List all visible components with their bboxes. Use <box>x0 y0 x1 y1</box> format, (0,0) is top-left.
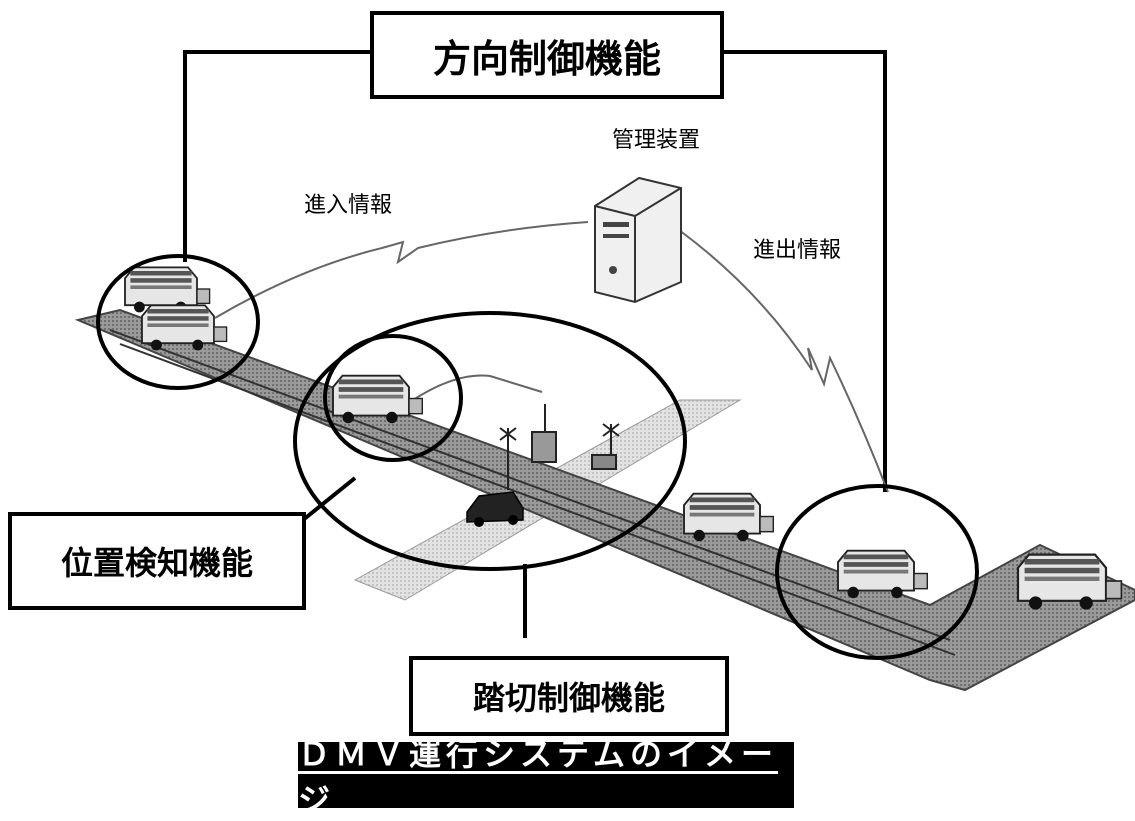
connector-line-left <box>183 50 372 262</box>
bus-icon <box>683 492 775 543</box>
bus-icon <box>332 374 424 425</box>
crossing-control-box: 踏切制御機能 <box>409 656 729 736</box>
position-detection-box: 位置検知機能 <box>8 512 306 610</box>
diagram-title: ＤＭＶ運行システムのイメージ <box>298 735 779 819</box>
bus-icon <box>837 549 929 600</box>
connector-line-right <box>722 50 887 492</box>
direction-control-box: 方向制御機能 <box>370 11 724 99</box>
crossing-signal-icon <box>499 404 620 490</box>
direction-control-label: 方向制御機能 <box>432 36 661 81</box>
position-circle <box>323 334 463 462</box>
entry-circle <box>96 254 260 390</box>
crossing-circle <box>293 311 687 571</box>
car-icon <box>466 491 524 527</box>
bus-icon <box>1016 553 1123 611</box>
management-device-label: 管理装置 <box>612 128 701 153</box>
exit-circle <box>775 484 979 660</box>
connector-line-position <box>296 476 357 526</box>
entry-info-label: 進入情報 <box>304 193 393 218</box>
crossing-control-label: 踏切制御機能 <box>472 679 665 717</box>
rail-line <box>119 343 956 656</box>
position-detection-label: 位置検知機能 <box>60 544 253 582</box>
title-banner: ＤＭＶ運行システムのイメージ <box>298 735 794 819</box>
bus-icon <box>141 304 228 352</box>
rail-line <box>109 329 951 641</box>
server-icon <box>594 176 682 304</box>
exit-info-label: 進出情報 <box>753 238 842 263</box>
